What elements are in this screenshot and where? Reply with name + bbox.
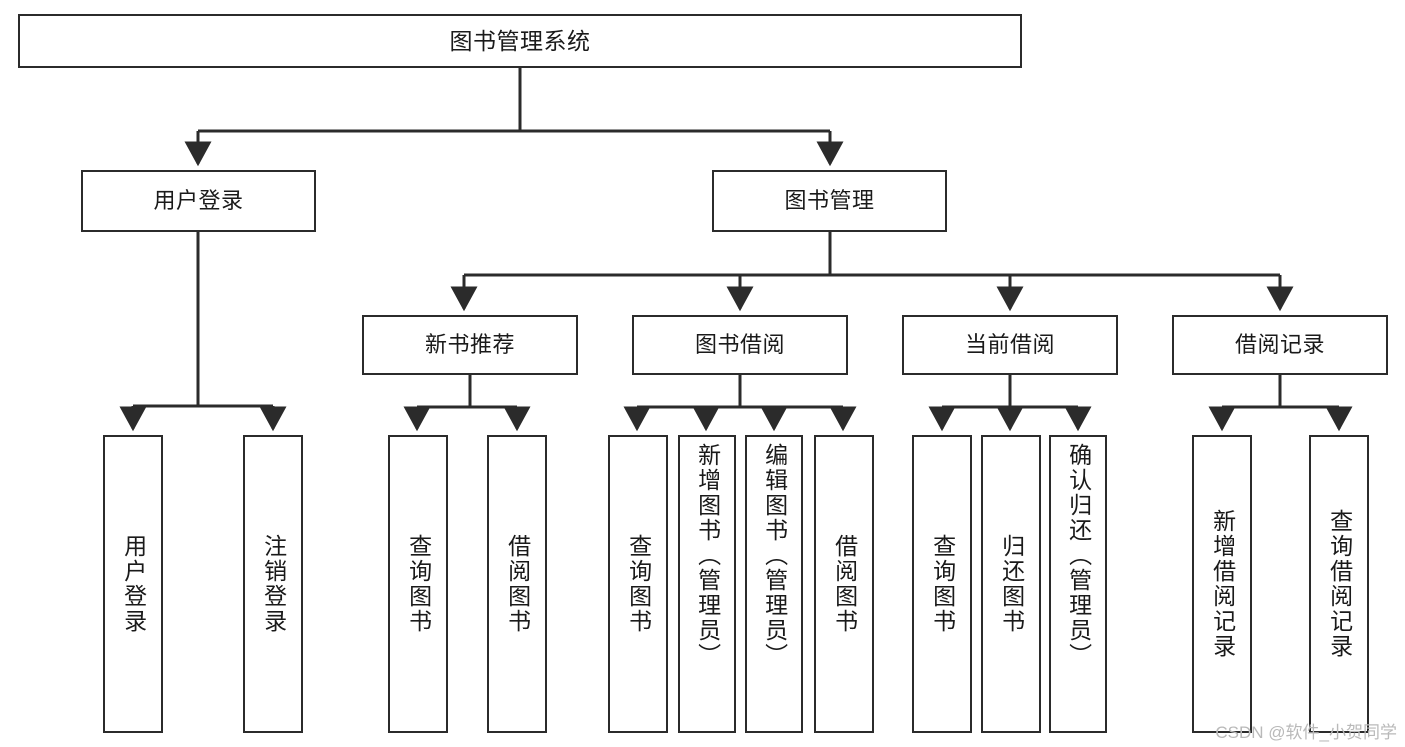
node-leaf-edit-book-label: 编辑图书（管理员） [761, 443, 788, 668]
node-current-borrow[interactable]: 当前借阅 [902, 315, 1118, 375]
node-book-borrow[interactable]: 图书借阅 [632, 315, 848, 375]
node-current-borrow-label: 当前借阅 [964, 332, 1055, 358]
node-leaf-logout-label: 注销登录 [260, 534, 287, 634]
node-leaf-return-book-label: 归还图书 [998, 534, 1025, 634]
node-leaf-return-book[interactable]: 归还图书 [981, 435, 1041, 733]
watermark-text: CSDN @软件_小贺同学 [1215, 723, 1397, 742]
node-new-book-rec[interactable]: 新书推荐 [362, 315, 578, 375]
node-leaf-confirm-return-label: 确认归还（管理员） [1065, 443, 1092, 668]
node-leaf-query-book-3[interactable]: 查询图书 [912, 435, 972, 733]
node-leaf-query-record[interactable]: 查询借阅记录 [1309, 435, 1369, 733]
node-leaf-query-book-3-label: 查询图书 [929, 534, 956, 634]
node-leaf-query-book-2[interactable]: 查询图书 [608, 435, 668, 733]
node-leaf-add-book-label: 新增图书（管理员） [694, 443, 721, 668]
node-user-login[interactable]: 用户登录 [81, 170, 316, 232]
node-leaf-borrow-book-2-label: 借阅图书 [831, 534, 858, 634]
node-borrow-record-label: 借阅记录 [1234, 332, 1325, 358]
node-leaf-edit-book[interactable]: 编辑图书（管理员） [745, 435, 803, 733]
node-leaf-add-record-label: 新增借阅记录 [1209, 509, 1236, 659]
node-leaf-query-record-label: 查询借阅记录 [1326, 509, 1353, 659]
node-leaf-add-record[interactable]: 新增借阅记录 [1192, 435, 1252, 733]
node-leaf-user-login-label: 用户登录 [120, 534, 147, 634]
node-leaf-logout[interactable]: 注销登录 [243, 435, 303, 733]
node-leaf-user-login[interactable]: 用户登录 [103, 435, 163, 733]
node-user-login-label: 用户登录 [153, 188, 244, 214]
node-leaf-borrow-book-1[interactable]: 借阅图书 [487, 435, 547, 733]
node-book-manage[interactable]: 图书管理 [712, 170, 947, 232]
node-root[interactable]: 图书管理系统 [18, 14, 1022, 68]
node-borrow-record[interactable]: 借阅记录 [1172, 315, 1388, 375]
node-leaf-query-book-2-label: 查询图书 [625, 534, 652, 634]
node-leaf-borrow-book-2[interactable]: 借阅图书 [814, 435, 874, 733]
node-book-borrow-label: 图书借阅 [694, 332, 785, 358]
node-root-label: 图书管理系统 [449, 27, 591, 54]
node-leaf-confirm-return[interactable]: 确认归还（管理员） [1049, 435, 1107, 733]
node-book-manage-label: 图书管理 [784, 188, 875, 214]
node-leaf-query-book-1-label: 查询图书 [405, 534, 432, 634]
node-leaf-add-book[interactable]: 新增图书（管理员） [678, 435, 736, 733]
node-leaf-query-book-1[interactable]: 查询图书 [388, 435, 448, 733]
node-leaf-borrow-book-1-label: 借阅图书 [504, 534, 531, 634]
node-new-book-rec-label: 新书推荐 [424, 332, 515, 358]
